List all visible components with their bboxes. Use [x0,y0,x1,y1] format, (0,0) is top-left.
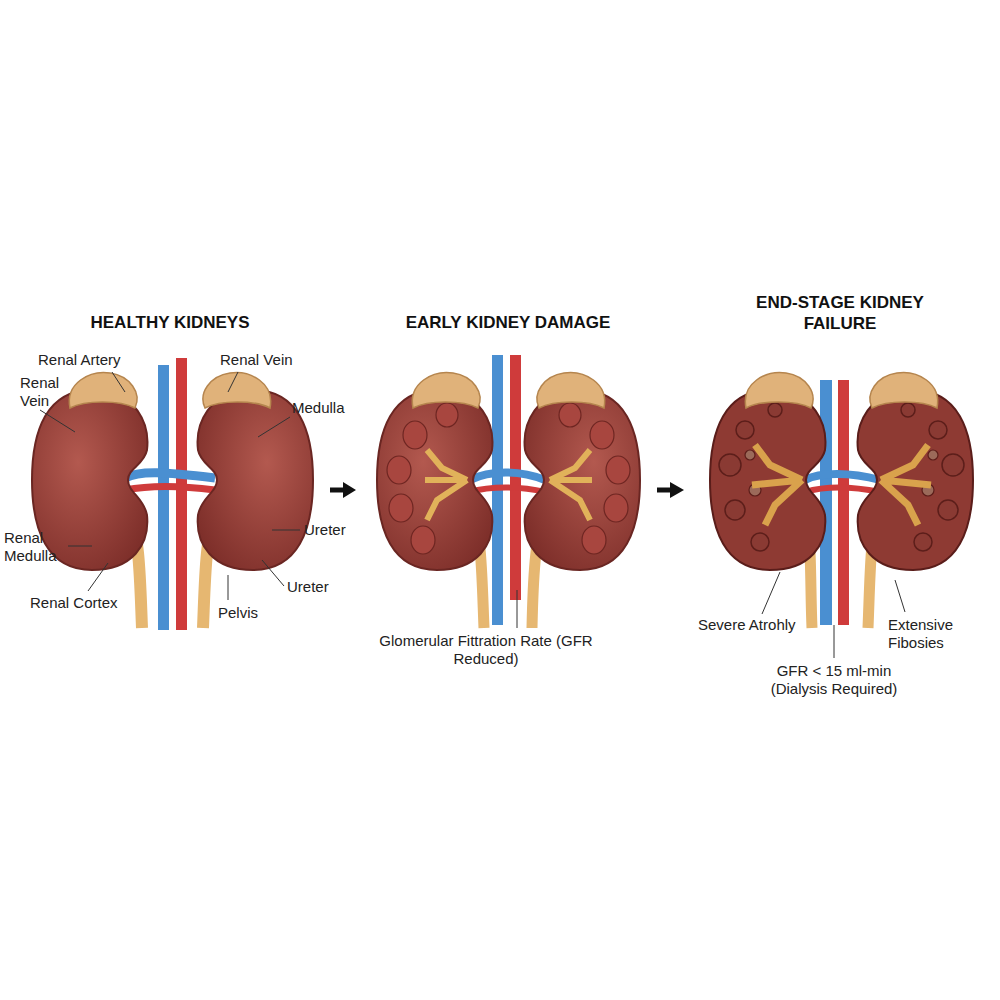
part-label: Medulla [292,399,345,417]
part-label: Renal Vein [20,374,68,410]
part-label: Extensive Fibosies [888,616,974,652]
part-label: Renal Cortex [30,594,118,612]
part-label: Ureter [287,578,329,596]
part-label: Glomerular Fittration Rate (GFR Reduced) [376,632,596,668]
part-label: GFR < 15 ml-min (Dialysis Required) [754,662,914,698]
part-label: Renal Medulla [4,529,66,565]
panel-heading: HEALTHY KIDNEYS [50,312,290,333]
panel-heading: EARLY KIDNEY DAMAGE [378,312,638,333]
part-label: Renal Artery [38,351,121,369]
part-label: Ureter [304,521,346,539]
part-label: Pelvis [218,604,258,622]
panel-heading: END-STAGE KIDNEY FAILURE [755,292,925,334]
part-label: Renal Vein [220,351,293,369]
part-label: Severe Atrohly [698,616,796,634]
